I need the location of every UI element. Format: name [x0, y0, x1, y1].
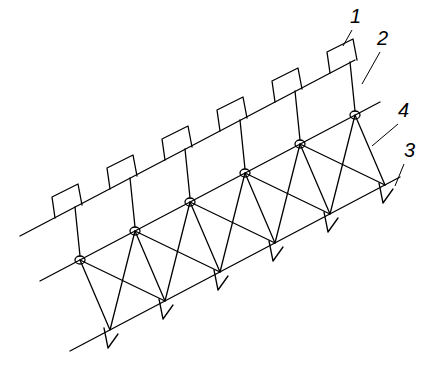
callout-number: 4	[398, 100, 409, 120]
bottom-loops	[104, 183, 393, 348]
vertical-links	[75, 62, 355, 256]
zigzag-lacing	[80, 115, 385, 330]
bottom-wire	[70, 177, 400, 351]
callout-number: 2	[377, 28, 388, 48]
diagonal-wires	[80, 144, 385, 301]
callout-number: 3	[404, 140, 415, 160]
hook-loops	[52, 39, 357, 218]
middle-wire	[40, 102, 380, 281]
leader-lines	[343, 30, 404, 186]
callout-number: 1	[350, 6, 361, 26]
